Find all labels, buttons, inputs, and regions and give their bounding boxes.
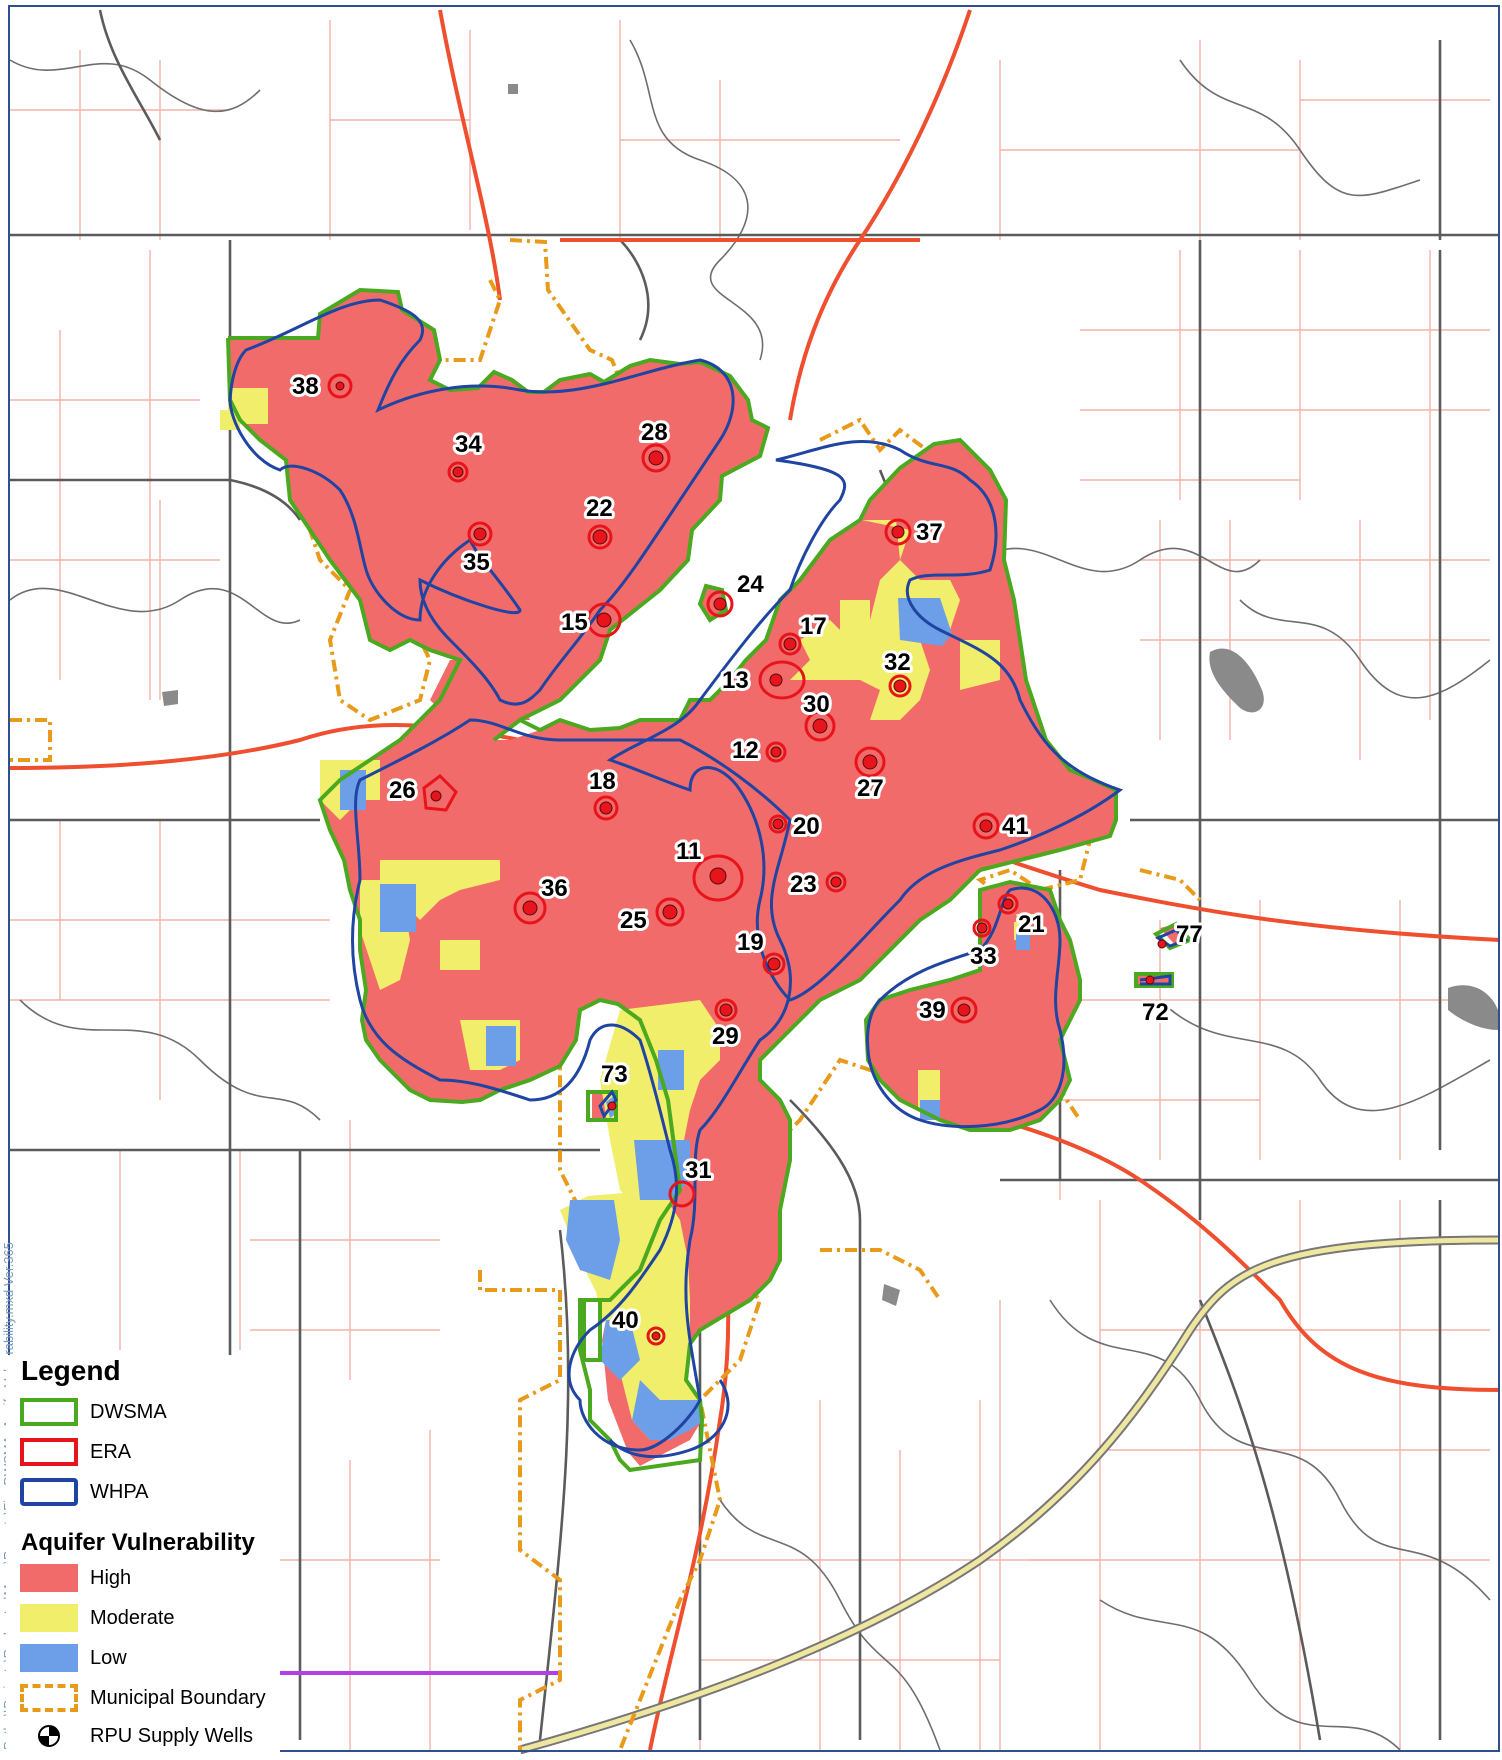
era-outline [327,373,1019,1346]
well-swatch [20,1722,78,1750]
legend-item-high: High [20,1561,131,1595]
legend-title: Legend [21,1355,121,1386]
well-label: 35 [463,549,490,576]
well-label: 73 [601,1061,628,1088]
era-swatch [20,1438,78,1466]
legend-label: DWSMA [90,1400,167,1423]
railroad [518,1235,1501,1754]
well-label: 28 [641,419,668,446]
vulnerability-moderate [220,388,1040,1440]
dwsma-swatch [20,1398,78,1426]
legend-label: RPU Supply Wells [90,1724,254,1747]
well-label: 29 [712,1023,739,1050]
well-label: 17 [800,613,827,640]
legend-label: WHPA [90,1480,149,1503]
well-label: 77 [1176,921,1203,948]
whpa-outline [228,298,1189,1459]
lakes [162,84,1498,1306]
supply-wells [335,381,1167,1341]
well-label: 37 [916,519,943,546]
well-label: 41 [1002,813,1029,840]
legend-item-era: ERA [20,1435,131,1469]
legend-item-wells: RPU Supply Wells [20,1719,253,1753]
legend-label: High [90,1566,132,1589]
legend: Legend DWSMA ERA WHPA Aquifer Vulnerabil… [6,1355,280,1754]
well-label: 33 [970,943,997,970]
streams [9,39,1491,1751]
well-label: 12 [732,737,759,764]
well-label: 18 [589,768,616,795]
well-label: 24 [737,571,764,598]
vulnerability-low [340,598,1030,1440]
well-label: 26 [389,777,416,804]
legend-label: Municipal Boundary [90,1686,266,1709]
legend-item-moderate: Moderate [20,1601,175,1635]
well-icon [38,1725,60,1747]
well-label: 19 [737,929,764,956]
legend-item-dwsma: DWSMA [20,1395,167,1429]
legend-label: Low [90,1646,127,1669]
legend-item-whpa: WHPA [20,1475,149,1509]
legend-label: ERA [90,1440,132,1463]
legend-label: Moderate [90,1606,175,1629]
municipal-swatch [20,1684,78,1712]
well-label: 25 [620,907,647,934]
well-label: 22 [586,495,613,522]
well-labels: 38 34 28 22 35 15 24 37 17 13 32 30 12 2… [289,370,1206,1337]
well-label: 38 [292,373,319,400]
map-border [8,5,1500,1752]
legend-subtitle: Aquifer Vulnerability [21,1529,255,1556]
well-label: 15 [561,609,588,636]
well-label: 20 [793,813,820,840]
well-label: 23 [790,871,817,898]
moderate-swatch [20,1604,78,1632]
well-label: 30 [803,691,830,718]
well-label: 34 [455,431,482,458]
whpa-swatch [20,1478,78,1506]
well-label: 32 [884,649,911,676]
well-label: 21 [1018,911,1045,938]
well-label: 31 [685,1157,712,1184]
legend-item-low: Low [20,1641,127,1675]
well-label: 40 [612,1307,639,1334]
high-swatch [20,1564,78,1592]
well-label: 39 [919,997,946,1024]
low-swatch [20,1644,78,1672]
well-label: 36 [541,875,568,902]
well-label: 27 [857,775,884,802]
well-label: 11 [676,838,701,865]
well-label: 13 [722,667,749,694]
legend-item-municipal: Municipal Boundary [20,1681,266,1715]
well-label: 72 [1142,999,1169,1026]
